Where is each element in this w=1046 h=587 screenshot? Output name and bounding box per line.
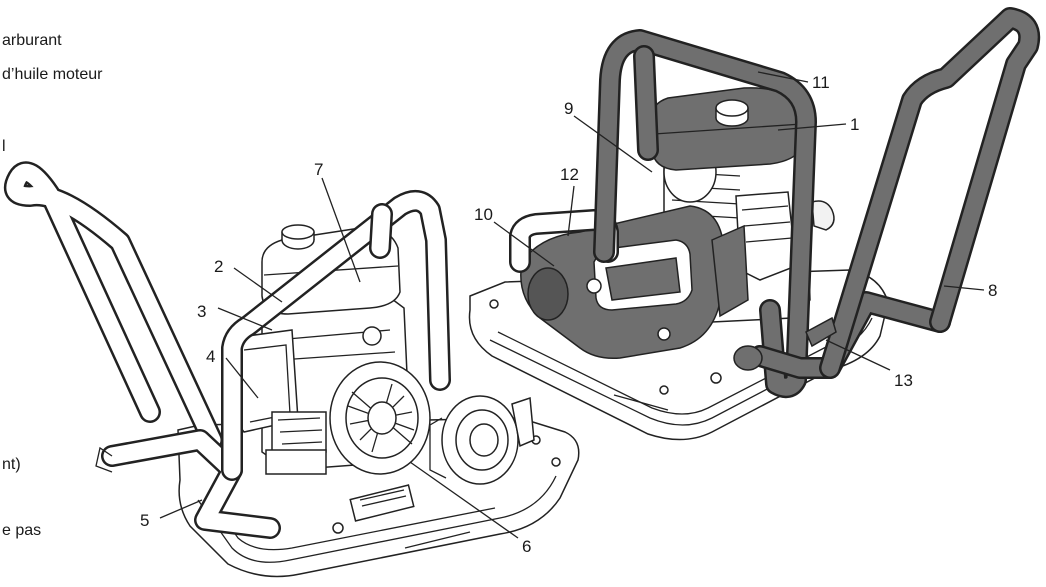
callout-5: 5	[140, 511, 149, 530]
leader-lines	[159, 71, 985, 539]
legend-text-engine-oil: d’huile moteur	[2, 66, 103, 83]
callout-9: 9	[564, 99, 573, 118]
legend-text-cropped-nt: nt)	[2, 456, 21, 473]
callout-3: 3	[197, 302, 206, 321]
right-guide-handle	[733, 7, 1041, 379]
callout-8: 8	[988, 281, 997, 300]
callout-7: 7	[314, 160, 323, 179]
callout-12: 12	[560, 165, 579, 184]
callout-13: 13	[894, 371, 913, 390]
callout-2: 2	[214, 257, 223, 276]
left-base-label-plate	[349, 484, 415, 522]
left-recoil-starter	[329, 361, 431, 475]
callout-10: 10	[474, 205, 493, 224]
left-exciter	[429, 395, 535, 485]
callout-11: 11	[812, 73, 830, 92]
callout-6: 6	[522, 537, 531, 556]
legend-text-cropped-l: l	[2, 138, 6, 155]
left-engine	[231, 224, 431, 475]
right-fuel-valve	[811, 200, 835, 231]
callout-1: 1	[850, 115, 859, 134]
legend-text-cropped-pas: e pas	[2, 522, 42, 539]
right-compactor	[468, 7, 1041, 441]
right-protection-frame	[593, 29, 817, 399]
left-compactor	[4, 161, 580, 578]
callout-numbers: 7 2 3 4 5 6 9 12 10 1 11 8 13	[140, 73, 997, 556]
legend-text-fuel: arburant	[2, 32, 62, 49]
left-lifting-frame	[221, 189, 451, 481]
callout-4: 4	[206, 347, 215, 366]
